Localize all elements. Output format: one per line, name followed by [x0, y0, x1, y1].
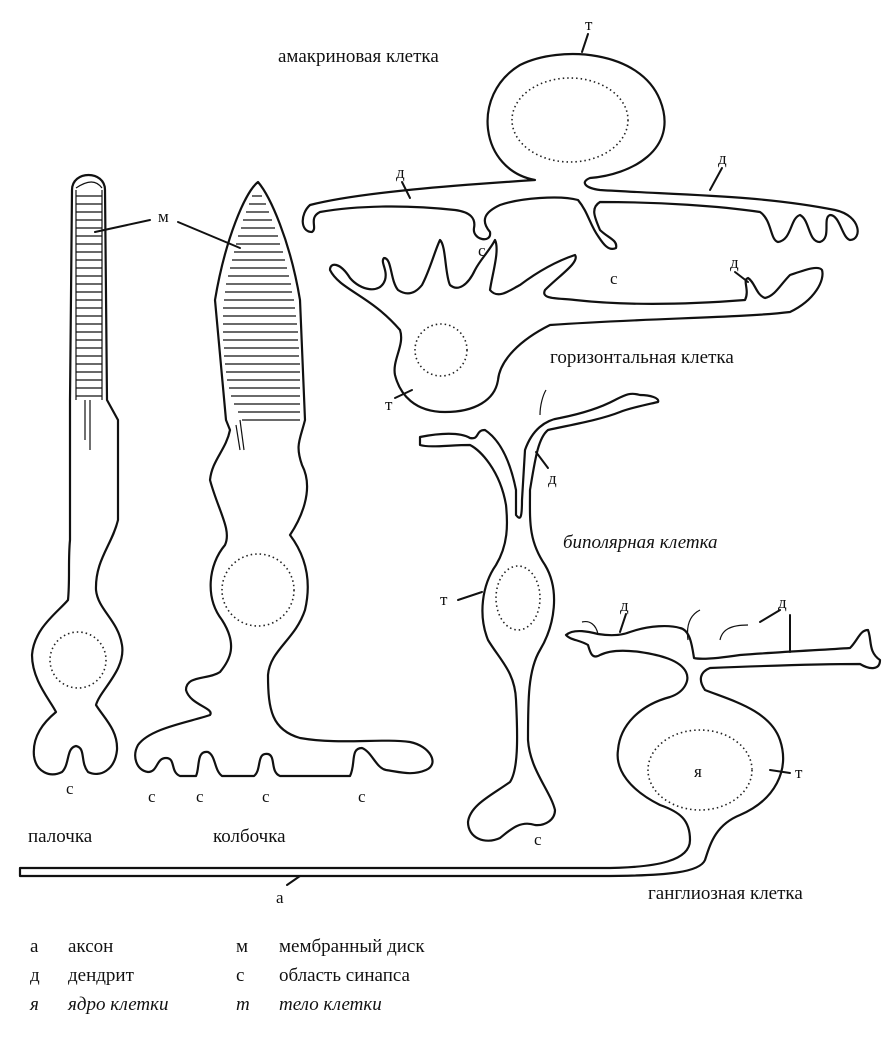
leader-d-horizontal [734, 271, 749, 283]
leader-t-bipolar [457, 591, 483, 601]
amacrine-cell [301, 52, 859, 250]
rod-cilium [84, 400, 91, 450]
mark-s-cone-4: с [358, 787, 366, 806]
mark-a-axon: а [276, 888, 284, 907]
label-ganglion: ганглиозная клетка [648, 883, 803, 904]
rod-membrane-discs [75, 181, 103, 400]
leader-d-ganglion-left [619, 613, 627, 633]
cone-membrane-discs [223, 195, 300, 421]
cone-outline [134, 180, 434, 778]
bipolar-outline [418, 392, 660, 842]
legend-value: ядро клетки [68, 994, 169, 1015]
mark-t-horizontal: т [385, 395, 393, 414]
cone-cilium [235, 419, 245, 451]
leader-lines [94, 33, 791, 886]
cone-nucleus [221, 553, 295, 627]
mark-ya-ganglion: я [694, 762, 702, 781]
mark-d-ganglion-left: д [620, 596, 629, 615]
label-amacrine: амакриновая клетка [278, 46, 439, 67]
mark-t-amacrine: т [585, 15, 593, 34]
mark-s-cone-3: с [262, 787, 270, 806]
legend-key: т [236, 994, 250, 1015]
legend-key: д [30, 965, 40, 986]
amacrine-outline [301, 52, 859, 250]
leader-t-amacrine [581, 33, 589, 53]
horizontal-cell [328, 238, 824, 414]
label-rod: палочка [28, 826, 93, 847]
cone-disc [223, 195, 300, 421]
mark-d-amacrine-right: д [718, 149, 727, 168]
rod-disc-edges [75, 190, 103, 400]
label-cone: колбочка [213, 826, 286, 847]
mark-s-rod: с [66, 779, 74, 798]
leader-d-amacrine-right [709, 167, 723, 191]
rod-outline [30, 174, 124, 776]
mark-d-horizontal: д [730, 253, 739, 272]
leader-t-horizontal [394, 389, 413, 399]
legend-row: д дендрит с область синапса [30, 961, 425, 990]
legend-key: я [30, 994, 39, 1015]
label-horizontal: горизонтальная клетка [550, 347, 734, 368]
legend-value: мембранный диск [279, 936, 425, 957]
mark-s-cone-1: с [148, 787, 156, 806]
legend-value: аксон [68, 936, 114, 957]
leader-m-cone [177, 221, 241, 249]
leader-m-rod [94, 219, 151, 233]
mark-t-ganglion: т [795, 763, 803, 782]
horizontal-outline [328, 238, 824, 414]
legend-key: м [236, 936, 249, 957]
leader-d-bipolar [535, 451, 549, 469]
legend-key: с [236, 965, 245, 986]
ganglion-nucleus [647, 729, 753, 811]
leader-d-amacrine-left [401, 181, 411, 199]
mark-d-amacrine-left: д [396, 163, 405, 182]
legend-value: область синапса [279, 965, 410, 986]
ganglion-cell [18, 609, 882, 878]
rod-disc [75, 181, 103, 397]
mark-d-bipolar: д [548, 469, 557, 488]
label-bipolar: биполярная клетка [563, 532, 718, 553]
mark-s-bipolar: с [534, 830, 542, 849]
mark-m-discs: м [158, 207, 169, 226]
ganglion-dendrite-spines [581, 609, 749, 641]
mark-s-cone-2: с [196, 787, 204, 806]
leader-t-ganglion [769, 769, 791, 774]
rod-cell [30, 174, 124, 776]
legend-row: а аксон м мембранный диск [30, 932, 425, 961]
legend-value: дендрит [68, 965, 134, 986]
bipolar-cell [418, 389, 660, 842]
legend-key: а [30, 936, 39, 957]
mark-s-amacrine-right: с [610, 269, 618, 288]
leader-a-axon [286, 875, 301, 886]
amacrine-nucleus [511, 77, 629, 163]
bipolar-dendrite-branch [539, 389, 547, 416]
legend: а аксон м мембранный диск д дендрит с об… [30, 932, 425, 1019]
cone-cell [134, 180, 434, 778]
mark-s-amacrine-left: с [478, 241, 486, 260]
rod-nucleus [49, 631, 107, 689]
mark-d-ganglion-right: д [778, 593, 787, 612]
horizontal-nucleus [414, 323, 468, 377]
mark-t-bipolar: т [440, 590, 448, 609]
legend-value: тело клетки [279, 994, 382, 1015]
leader-d-ganglion-right [759, 609, 791, 653]
legend-row: я ядро клетки т тело клетки [30, 990, 425, 1019]
ganglion-outline [18, 625, 882, 878]
bipolar-nucleus [495, 565, 541, 631]
